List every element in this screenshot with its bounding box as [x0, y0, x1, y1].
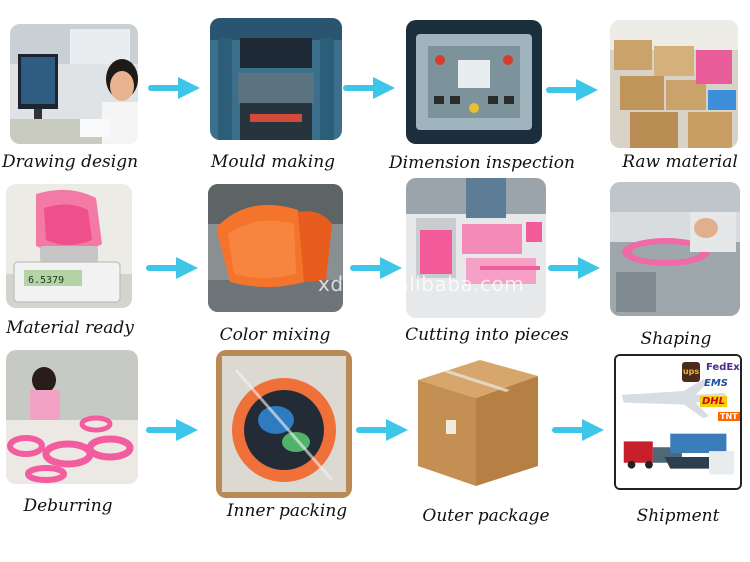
photo-shipment: ups FedEx EMS DHL TNT	[614, 354, 742, 490]
photo-cutting-into-pieces	[406, 178, 546, 318]
caption-raw-material: Raw material	[622, 152, 738, 172]
ems-logo: EMS	[704, 378, 728, 389]
arrow-right-icon	[146, 418, 198, 442]
photo-shaping	[610, 182, 740, 316]
photo-mould-making	[210, 18, 342, 140]
caption-color-mixing: Color mixing	[220, 325, 331, 345]
photo-raw-material	[610, 20, 738, 148]
ups-logo: ups	[682, 362, 700, 382]
caption-cutting-into-pieces: Cutting into pieces	[405, 325, 569, 345]
photo-drawing-design	[10, 24, 138, 144]
arrow-right-icon	[546, 78, 598, 102]
fedex-logo: FedEx	[706, 362, 740, 373]
arrow-right-icon	[146, 256, 198, 280]
caption-dimension-inspection: Dimension inspection	[389, 153, 575, 173]
tnt-logo: TNT	[718, 412, 740, 421]
photo-deburring	[6, 350, 138, 484]
dhl-logo: DHL	[700, 396, 727, 407]
arrow-right-icon	[356, 418, 408, 442]
photo-material-ready: 6.5379	[6, 184, 132, 308]
photo-outer-package	[410, 352, 544, 492]
photo-dimension-inspection	[406, 20, 542, 144]
caption-deburring: Deburring	[23, 496, 112, 516]
caption-inner-packing: Inner packing	[227, 501, 347, 521]
caption-shipment: Shipment	[637, 506, 720, 526]
arrow-right-icon	[552, 418, 604, 442]
caption-material-ready: Material ready	[6, 318, 134, 338]
arrow-right-icon	[548, 256, 600, 280]
caption-shaping: Shaping	[641, 329, 712, 349]
watermark: xdh.en.alibaba.com	[318, 272, 524, 296]
photo-inner-packing	[216, 350, 352, 498]
scale-readout: 6.5379	[28, 275, 64, 286]
caption-mould-making: Mould making	[211, 152, 335, 172]
arrow-right-icon	[343, 76, 395, 100]
caption-outer-package: Outer package	[422, 506, 549, 526]
arrow-right-icon	[148, 76, 200, 100]
caption-drawing-design: Drawing design	[2, 152, 138, 172]
